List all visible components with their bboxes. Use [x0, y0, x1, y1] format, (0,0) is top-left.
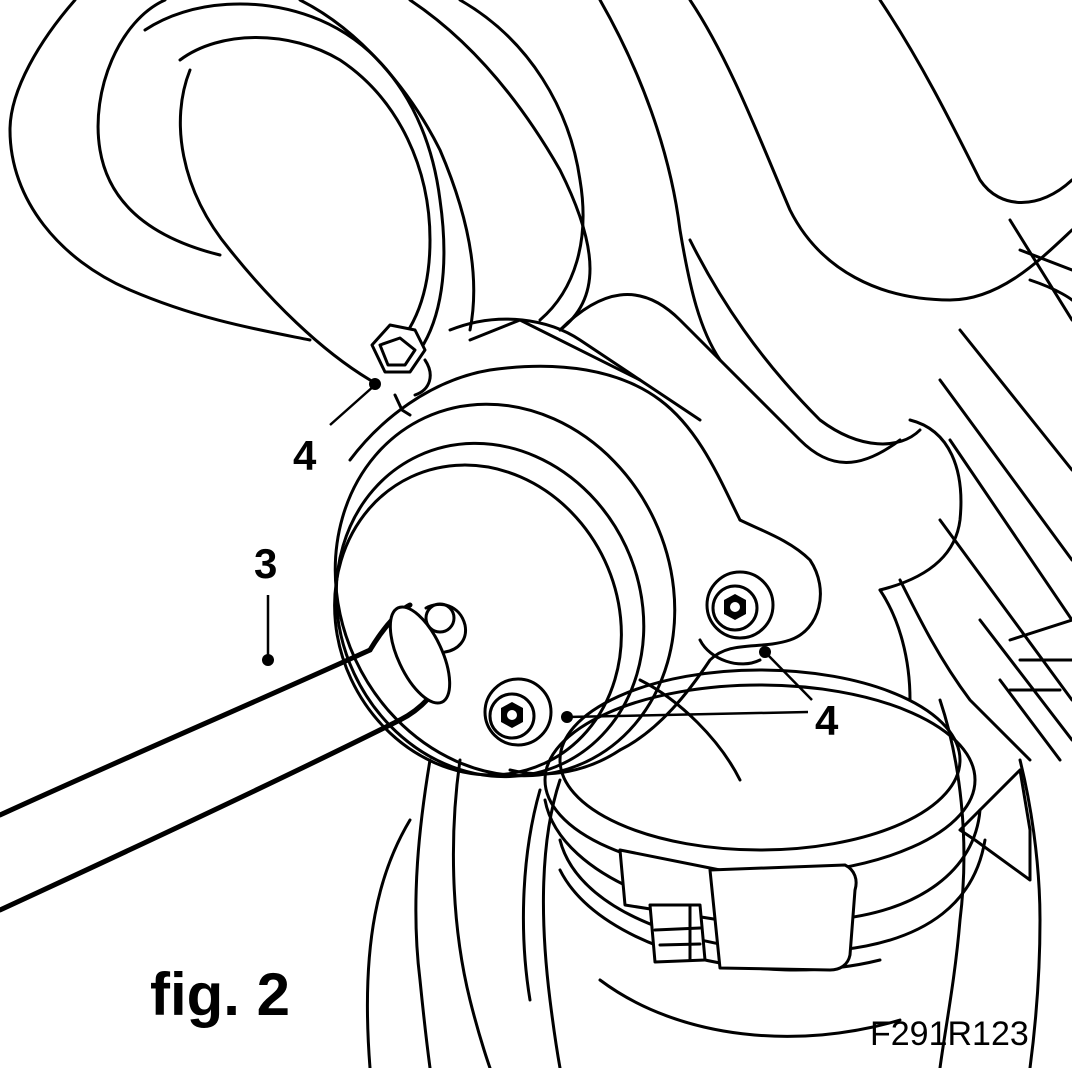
screw-top	[370, 323, 432, 417]
callout-screw-right: 4	[815, 697, 839, 744]
screw-right	[705, 570, 775, 640]
leader-dot-screw-right	[759, 646, 771, 658]
leader-dot-hose	[262, 654, 274, 666]
hose	[0, 602, 468, 913]
screw-bottom	[483, 677, 553, 747]
leader-lines	[262, 378, 813, 723]
figure-reference: F291R123	[870, 1015, 1029, 1053]
figure-label: fig. 2	[150, 961, 290, 1028]
upper-loop-bracket	[8, 0, 592, 382]
right-panel	[958, 618, 1072, 1068]
round-cover	[333, 402, 677, 779]
main-housing	[448, 0, 1072, 762]
connector-block	[618, 848, 858, 972]
callout-screw-top: 4	[293, 432, 317, 479]
leader-dot-screw-bottom	[561, 711, 573, 723]
shaft-assembly	[541, 588, 987, 1068]
callout-hose: 3	[254, 540, 277, 587]
lower-bracket	[365, 758, 542, 1068]
leader-dot-screw-top	[369, 378, 381, 390]
